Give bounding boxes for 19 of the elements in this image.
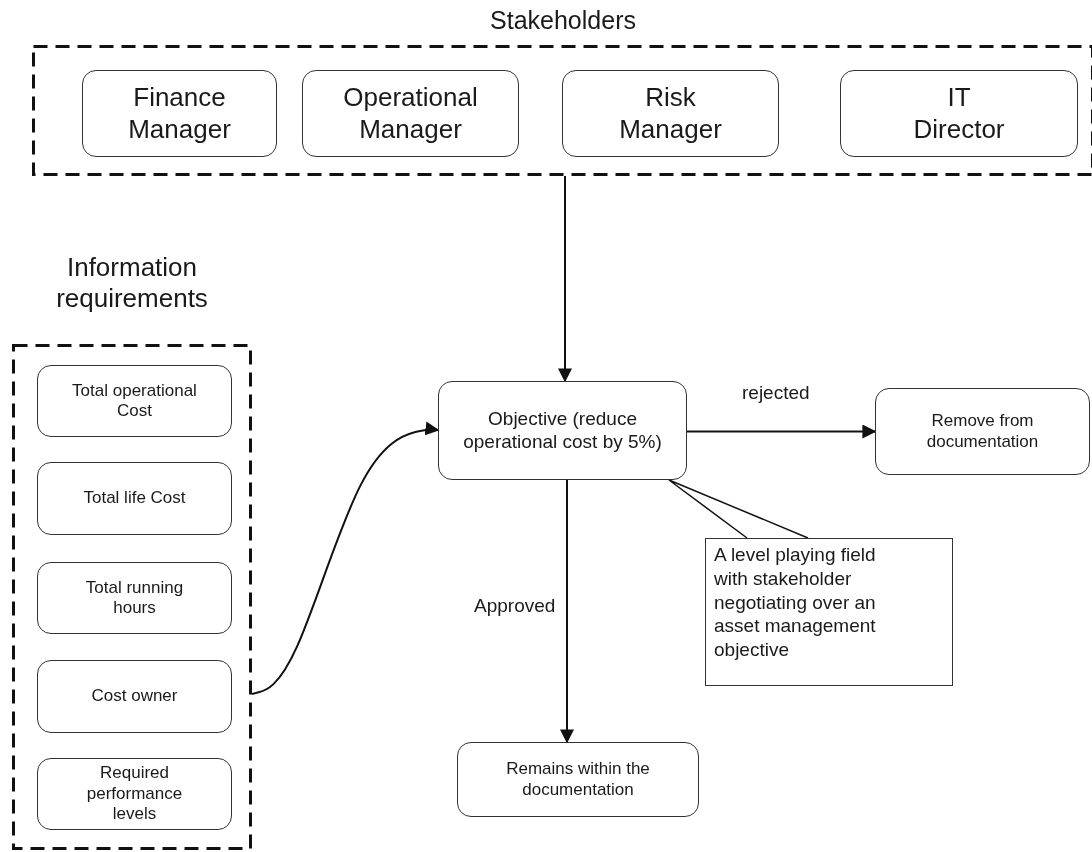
process-box: Total running hours <box>37 562 232 634</box>
process-box: Total operational Cost <box>37 365 232 437</box>
process-box: Total life Cost <box>37 462 232 535</box>
process-box: Finance Manager <box>82 70 277 157</box>
process-box: Required performance levels <box>37 758 232 830</box>
process-box: Cost owner <box>37 660 232 733</box>
arrow <box>560 479 574 744</box>
arrow <box>686 424 877 439</box>
process-box: Objective (reduce operational cost by 5%) <box>438 381 687 480</box>
process-box: Remove from documentation <box>875 388 1090 475</box>
group-heading: Information requirements <box>55 252 209 315</box>
group-heading: Stakeholders <box>489 5 637 35</box>
process-box: Operational Manager <box>302 70 519 157</box>
arrow <box>251 421 440 695</box>
arrow <box>558 175 572 383</box>
process-box: Risk Manager <box>562 70 779 157</box>
callout-box: A level playing field with stakeholder negotiating over an asset management objective <box>705 538 953 686</box>
process-box: Remains within the documentation <box>457 742 699 817</box>
process-box: IT Director <box>840 70 1078 157</box>
